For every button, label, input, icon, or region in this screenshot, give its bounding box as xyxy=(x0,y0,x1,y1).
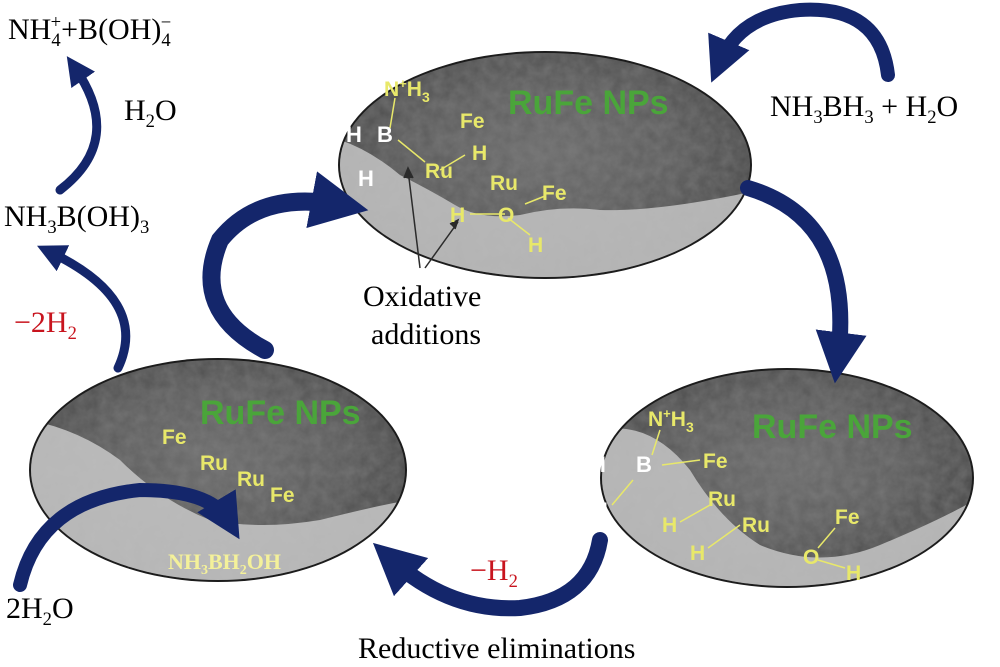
annotation-arrows xyxy=(403,166,460,269)
atom-b: B xyxy=(636,452,652,477)
arrow-top-to-right xyxy=(740,180,867,384)
atom-ru: Ru xyxy=(490,172,518,195)
atom-ru: Ru xyxy=(200,452,228,475)
atom-h: H xyxy=(690,542,705,565)
atom-fe: Fe xyxy=(270,484,295,507)
atom-ru: Ru xyxy=(237,468,265,491)
nanoparticle-right xyxy=(600,368,974,588)
arrow-left-to-top xyxy=(202,171,369,359)
atom-h: H xyxy=(450,204,465,227)
h2-loss-label: −H2 xyxy=(470,554,518,592)
atom-h: H xyxy=(846,562,861,585)
products-label: NH4++B(OH)4− xyxy=(8,12,172,51)
intermediate-label: NH3B(OH)3 xyxy=(4,200,150,238)
adduct-nh3bh2oh: NH3BH2OH xyxy=(168,549,281,578)
atom-h: H xyxy=(358,166,374,191)
bond-lines xyxy=(389,97,846,569)
right-particle-title: RuFe NPs xyxy=(752,408,913,446)
reactants-label: NH3BH3 + H2O xyxy=(770,90,959,128)
atom-h: H xyxy=(592,498,608,523)
h2-release-label: −2H2 xyxy=(14,306,77,344)
arrow-water-in xyxy=(13,482,240,592)
atom-h: H xyxy=(528,234,543,257)
atom-ru: Ru xyxy=(708,488,736,511)
arrow-right-to-left xyxy=(372,532,608,617)
atom-ru: Ru xyxy=(742,514,770,537)
two-water-label: 2H2O xyxy=(6,592,74,630)
reductive-eliminations-label: Reductive eliminations xyxy=(358,632,636,665)
right-particle-atoms: N+H3 H B Fe H Ru H Ru H Fe O H xyxy=(590,406,861,585)
atom-o: O xyxy=(803,546,819,569)
atom-h: H xyxy=(590,452,606,477)
atom-n: N+H3 xyxy=(648,406,694,435)
atom-fe: Fe xyxy=(460,110,485,133)
atom-h: H xyxy=(346,122,362,147)
water-step-label: H2O xyxy=(124,94,177,132)
atom-n: N+H3 xyxy=(384,76,430,105)
left-particle-title: RuFe NPs xyxy=(200,394,361,432)
cycle-arrows xyxy=(13,2,895,617)
top-particle-atoms: N+H3 H B H Fe Ru H Ru Fe H O H xyxy=(346,76,567,257)
left-particle-atoms: Fe Ru Ru Fe NH3BH2OH xyxy=(162,426,295,578)
atom-fe: Fe xyxy=(703,450,728,473)
top-particle-title: RuFe NPs xyxy=(508,84,669,122)
atom-o: O xyxy=(498,204,514,227)
atom-fe: Fe xyxy=(542,182,567,205)
nanoparticle-left xyxy=(29,358,407,582)
arrow-release-h2 xyxy=(37,245,131,373)
atom-b: B xyxy=(377,122,393,147)
atom-h: H xyxy=(662,514,677,537)
arrow-intermediate-to-products xyxy=(55,56,102,195)
arrow-reactants-in xyxy=(708,2,895,83)
atom-ru: H xyxy=(472,142,487,165)
atom-fe: Fe xyxy=(835,506,860,529)
oxidative-additions-label: Oxidative additions xyxy=(363,280,482,351)
nanoparticle-top xyxy=(338,51,752,279)
atom-h: Ru xyxy=(425,160,453,183)
atom-fe: Fe xyxy=(162,426,187,449)
